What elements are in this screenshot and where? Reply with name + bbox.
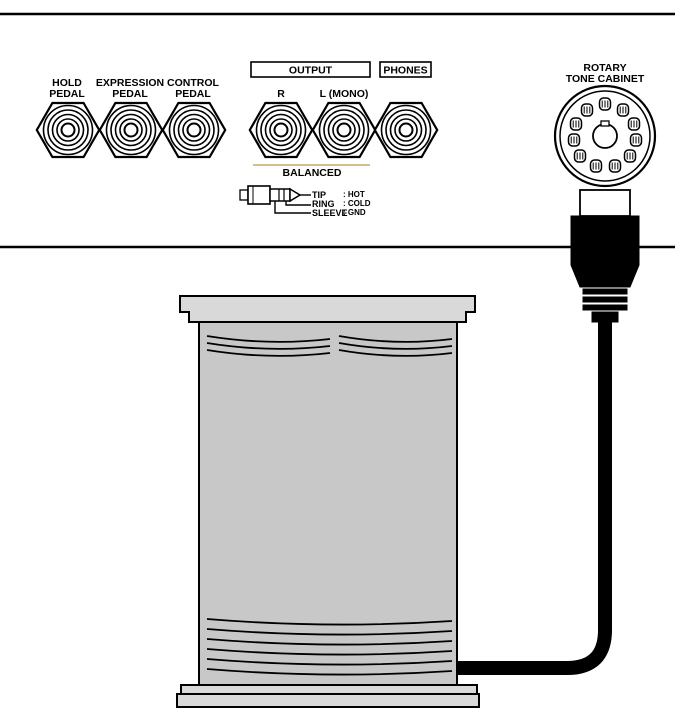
control-pedal-label-2: PEDAL xyxy=(175,88,211,100)
rotary-cabinet xyxy=(176,295,480,708)
control-pedal-jack-icon xyxy=(161,101,227,159)
phones-label: PHONES xyxy=(383,65,427,77)
lower-grille xyxy=(206,618,453,676)
legend-cold: : COLD xyxy=(343,199,371,208)
legend-tip: TIP xyxy=(312,190,326,200)
expression-pedal-label-2: PEDAL xyxy=(112,88,148,100)
output-label: OUTPUT xyxy=(289,65,333,77)
phones-box xyxy=(379,61,432,78)
legend-gnd: : GND xyxy=(343,208,366,217)
upper-grille xyxy=(206,335,453,357)
expression-pedal-jack-icon xyxy=(98,101,164,159)
hold-pedal-label: HOLD xyxy=(52,77,82,89)
control-pedal-label: CONTROL xyxy=(167,77,219,89)
output-r-label: R xyxy=(277,88,285,100)
phones-jack-icon xyxy=(373,101,439,159)
balanced-label: BALANCED xyxy=(283,167,342,179)
output-r-jack-icon xyxy=(248,101,314,159)
cable-plug-icon xyxy=(570,189,640,323)
expression-pedal-label: EXPRESSION xyxy=(96,77,164,89)
hold-pedal-jack-icon xyxy=(35,101,101,159)
output-l-jack-icon xyxy=(311,101,377,159)
rotary-cable xyxy=(456,320,612,675)
legend-ring: RING xyxy=(312,199,335,209)
output-box xyxy=(250,61,371,78)
legend-sleeve: SLEEVE xyxy=(312,208,348,218)
hold-pedal-label-2: PEDAL xyxy=(49,88,85,100)
output-l-mono-label: L (MONO) xyxy=(320,88,369,100)
rotary-label-2: TONE CABINET xyxy=(566,73,645,85)
rotary-label: ROTARY xyxy=(583,62,626,74)
din-connector-icon xyxy=(553,84,657,188)
legend-hot: : HOT xyxy=(343,190,365,199)
trs-plug-icon xyxy=(239,185,311,214)
